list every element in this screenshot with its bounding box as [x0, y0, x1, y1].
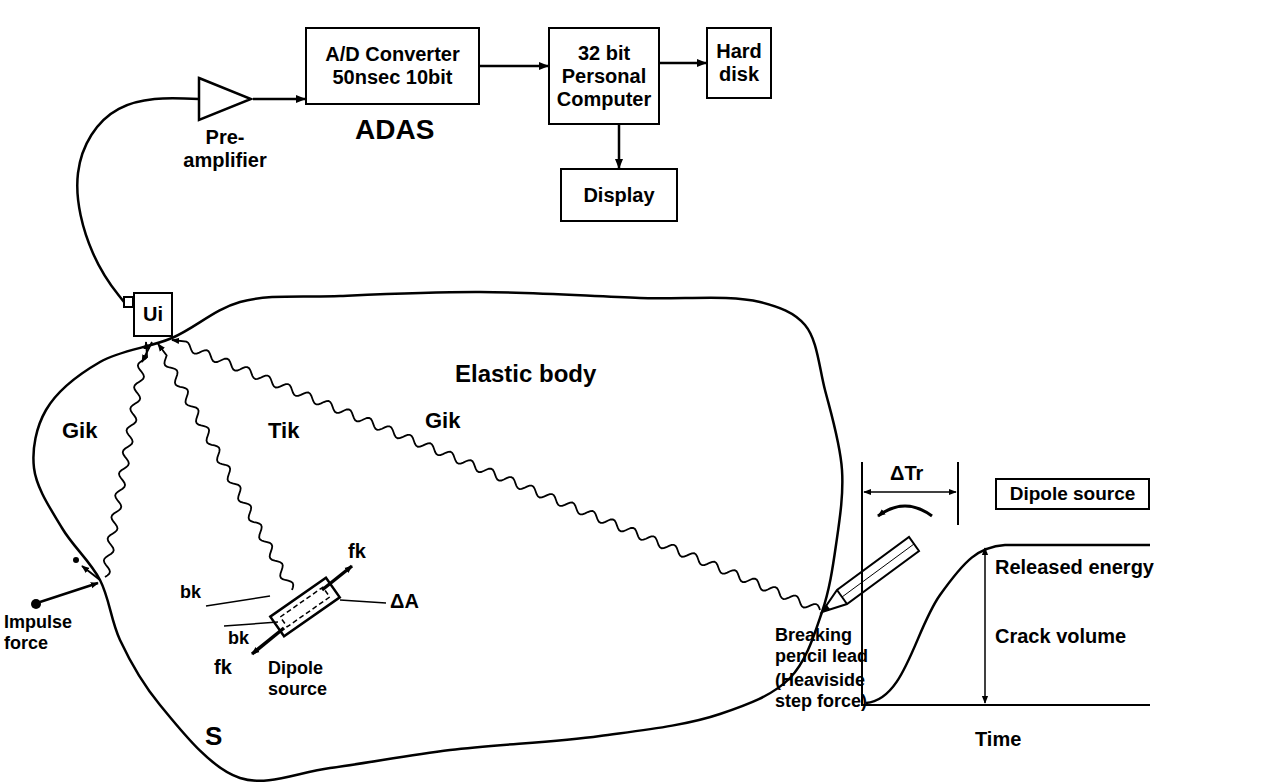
dipole-crack	[270, 578, 339, 637]
rise-time-tick	[957, 462, 959, 525]
wave-label: Gik	[425, 408, 460, 433]
amplitude-arrow	[984, 548, 986, 703]
node-text: Hard disk	[712, 40, 766, 86]
node-text: Dipole source	[1001, 483, 1144, 505]
axis-label: Crack volume	[995, 625, 1126, 648]
flow-arrow	[618, 125, 621, 168]
wave-path	[172, 340, 820, 610]
wave-label: Gik	[62, 418, 97, 443]
node-text: Elastic body	[455, 360, 596, 388]
break-arrow	[878, 506, 932, 516]
impulse-dot	[31, 599, 41, 609]
part-label: (Heaviside step force)	[775, 670, 893, 711]
node-text: Display	[566, 184, 672, 207]
dimension-label: bk	[228, 628, 249, 649]
x-axis	[861, 704, 1150, 706]
force-label: fk	[348, 540, 366, 563]
body-outline	[0, 0, 900, 783]
disk-box: Hard disk	[706, 27, 772, 99]
force-arrow	[322, 566, 352, 590]
time-label: ΔTr	[890, 462, 923, 485]
reflection-dot	[73, 557, 79, 563]
part-label: Breaking pencil lead	[775, 625, 893, 666]
amplifier-symbol	[197, 76, 253, 122]
signal-cable	[77, 98, 199, 302]
dimension-label: bk	[180, 582, 201, 603]
area-label: ΔA	[390, 590, 419, 613]
sensor-box: Ui	[133, 292, 173, 337]
dimension-line	[206, 596, 270, 606]
flow-arrow	[660, 62, 706, 65]
rise-time-arrow	[864, 491, 956, 493]
legend-box: Dipole source	[995, 478, 1150, 510]
part-label: Dipole source	[268, 658, 348, 699]
preamplifier: Pre- amplifier	[170, 76, 280, 172]
impulse-arrow	[40, 583, 98, 602]
node-text: 32 bit Personal Computer	[554, 42, 654, 111]
node-text: S	[205, 722, 222, 752]
system-name: ADAS	[355, 114, 434, 146]
computer-box: 32 bit Personal Computer	[548, 27, 660, 125]
dimension-line	[224, 622, 278, 626]
display-box: Display	[560, 168, 678, 222]
flow-arrow	[253, 98, 305, 101]
node-text: A/D Converter 50nsec 10bit	[311, 43, 474, 89]
axis-label: Time	[975, 728, 1021, 751]
leader-line	[340, 600, 386, 603]
wave-path	[104, 342, 147, 577]
wave-path	[158, 344, 293, 590]
wave-label: Tik	[268, 418, 299, 443]
sensor-connector	[124, 297, 133, 307]
force-arrow	[252, 628, 284, 654]
axis-label: Released energy	[995, 556, 1154, 579]
force-label: fk	[214, 656, 232, 679]
node-text: Ui	[139, 303, 167, 326]
converter-box: A/D Converter 50nsec 10bit	[305, 27, 480, 105]
node-text: Pre- amplifier	[170, 126, 280, 172]
elastic-body: Elastic bodyS	[0, 0, 900, 783]
flow-arrow	[480, 65, 548, 68]
y-axis	[861, 462, 863, 706]
force-label: Impulse force	[4, 612, 96, 653]
